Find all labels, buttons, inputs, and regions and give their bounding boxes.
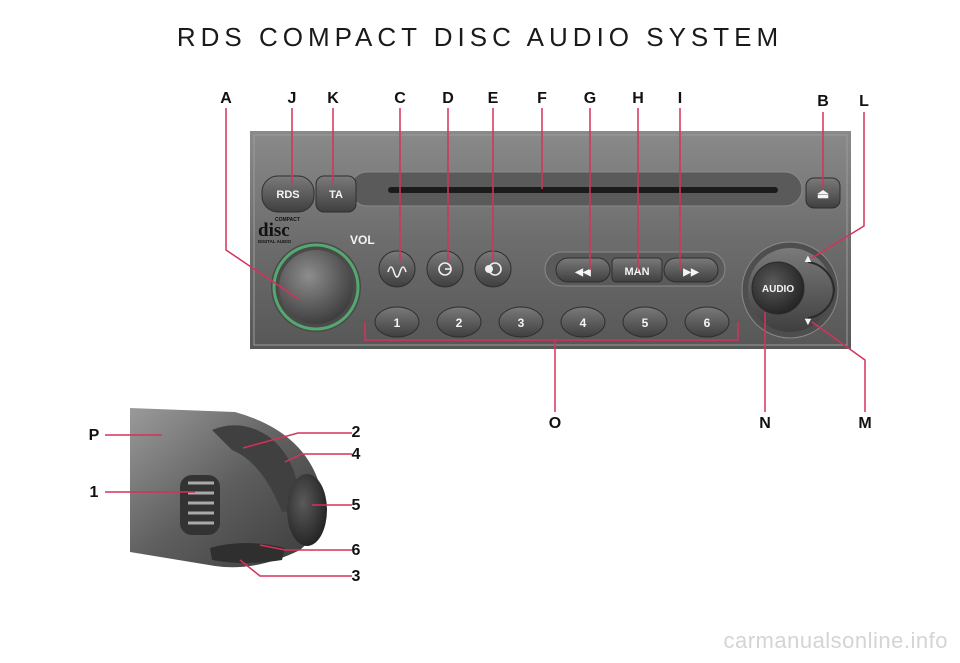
label-h: H xyxy=(632,90,644,107)
loudness-button[interactable] xyxy=(378,250,416,288)
label-1: 1 xyxy=(89,484,99,501)
svg-text:DIGITAL AUDIO: DIGITAL AUDIO xyxy=(258,239,292,244)
label-j: J xyxy=(287,90,297,107)
preset-label: 5 xyxy=(642,316,649,330)
audio-button[interactable]: AUDIO xyxy=(751,261,805,315)
preset-label: 4 xyxy=(580,316,587,330)
label-l: L xyxy=(859,93,869,110)
preset-button[interactable]: 1 xyxy=(374,306,420,338)
preset-label: 2 xyxy=(456,316,463,330)
label-g: G xyxy=(583,90,597,107)
preset-label: 6 xyxy=(704,316,711,330)
label-a: A xyxy=(220,90,232,107)
label-d: D xyxy=(442,90,454,107)
label-5: 5 xyxy=(351,497,361,514)
stalk-end-button[interactable] xyxy=(287,474,327,546)
label-o: O xyxy=(548,415,562,432)
forward-icon: ▶▶ xyxy=(682,267,700,278)
label-c: C xyxy=(394,90,406,107)
label-n: N xyxy=(759,415,771,432)
manual-button[interactable]: MAN xyxy=(611,257,663,283)
wave-icon xyxy=(387,266,407,278)
label-m: M xyxy=(858,415,872,432)
label-f: F xyxy=(537,90,547,107)
preset-button[interactable]: 5 xyxy=(622,306,668,338)
watermark: carmanualsonline.info xyxy=(723,628,948,653)
label-6: 6 xyxy=(351,542,361,559)
eject-button[interactable]: ⏏ xyxy=(805,177,841,209)
rewind-icon: ◀◀ xyxy=(574,267,591,278)
preset-button[interactable]: 4 xyxy=(560,306,606,338)
leader-lines xyxy=(105,108,866,577)
preset-label: 3 xyxy=(518,316,525,330)
up-button[interactable]: ▲ xyxy=(803,253,814,265)
label-2: 2 xyxy=(351,424,361,441)
page-title: RDS COMPACT DISC AUDIO SYSTEM xyxy=(176,22,784,52)
label-k: K xyxy=(327,90,339,107)
down-button[interactable]: ▼ xyxy=(803,316,814,328)
ta-button[interactable]: TA xyxy=(315,175,357,213)
audio-button-label: AUDIO xyxy=(762,284,794,295)
label-3: 3 xyxy=(351,568,361,585)
rds-button[interactable]: RDS xyxy=(261,175,315,213)
svg-text:COMPACT: COMPACT xyxy=(275,217,300,223)
preset-button[interactable]: 3 xyxy=(498,306,544,338)
eject-icon: ⏏ xyxy=(817,186,829,201)
cd-slot[interactable] xyxy=(388,187,778,193)
label-b: B xyxy=(817,93,829,110)
forward-button[interactable]: ▶▶ xyxy=(663,257,719,283)
volume-label: VOL xyxy=(350,233,375,247)
steering-stalk xyxy=(130,408,327,568)
label-i: I xyxy=(677,90,683,107)
manual-button-label: MAN xyxy=(624,266,649,278)
label-p: P xyxy=(88,427,100,444)
label-e: E xyxy=(487,90,499,107)
preset-label: 1 xyxy=(394,316,401,330)
preset-button[interactable]: 6 xyxy=(684,306,730,338)
volume-knob[interactable] xyxy=(271,242,361,332)
preset-button[interactable]: 2 xyxy=(436,306,482,338)
thumb-wheel[interactable] xyxy=(180,475,220,535)
svg-text:disc: disc xyxy=(258,220,290,241)
stalk-lower-button[interactable] xyxy=(210,543,285,563)
rds-button-label: RDS xyxy=(276,189,299,201)
rewind-button[interactable]: ◀◀ xyxy=(555,257,611,283)
ta-button-label: TA xyxy=(329,189,343,201)
search-button[interactable] xyxy=(426,250,464,288)
compact-disc-logo: COMPACT disc DIGITAL AUDIO xyxy=(258,217,300,244)
label-4: 4 xyxy=(351,446,361,463)
repeat-button[interactable] xyxy=(474,250,512,288)
